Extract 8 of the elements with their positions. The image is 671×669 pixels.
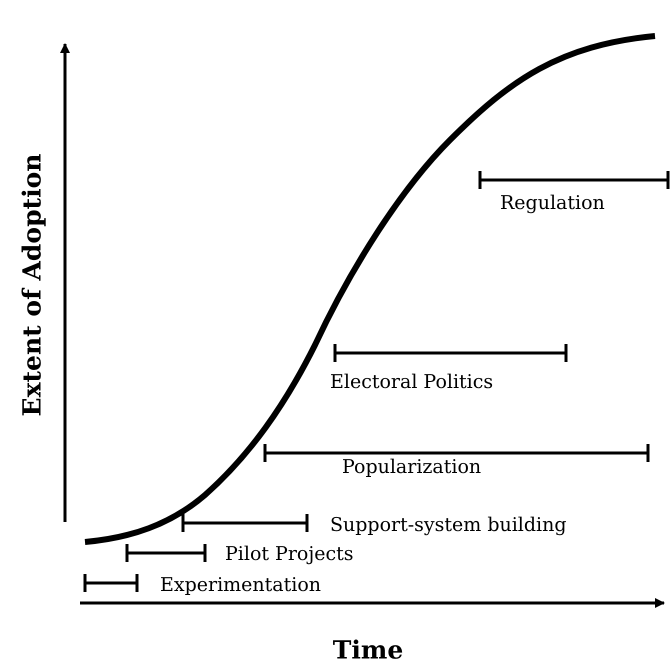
axis-title: Time: [332, 636, 404, 664]
phase-label: Regulation: [500, 192, 605, 215]
phase-label: Popularization: [342, 456, 482, 479]
phase-label: Support-system building: [330, 514, 567, 537]
axis-title: Extent of Adoption: [18, 154, 46, 416]
phase-label: Experimentation: [160, 574, 321, 597]
phase-label: Pilot Projects: [225, 543, 354, 566]
phase-label: Electoral Politics: [330, 371, 494, 394]
